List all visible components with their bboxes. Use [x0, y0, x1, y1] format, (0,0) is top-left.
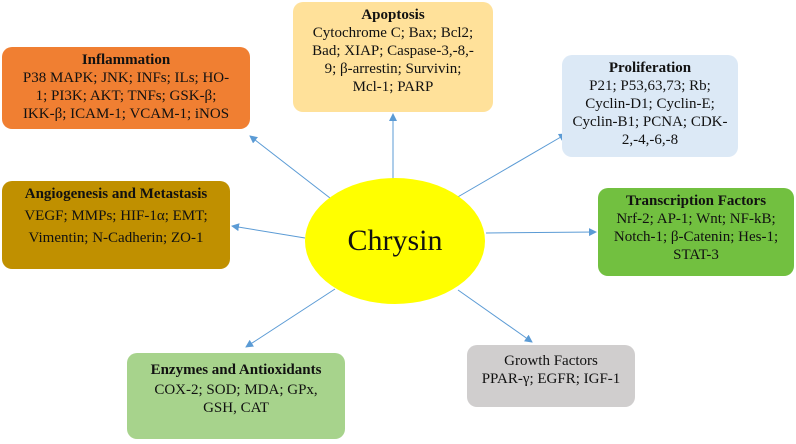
arrow-to-angiogenesis [231, 223, 306, 239]
transcription-box: Transcription Factors Nrf-2; AP-1; Wnt; … [598, 188, 794, 276]
chrysin-label: Chrysin [347, 224, 443, 257]
apoptosis-line: 9; β-arrestin; Survivin; [324, 61, 462, 77]
arrow-to-growth [457, 289, 533, 343]
enzymes-title: Enzymes and Antioxidants [150, 362, 322, 378]
inflammation-box: Inflammation P38 MAPK; JNK; INFs; ILs; H… [2, 47, 250, 129]
growth-factors-line: PPAR-γ; EGFR; IGF-1 [481, 371, 621, 387]
enzymes-line: GSH, CAT [203, 400, 269, 416]
enzymes-box: Enzymes and Antioxidants COX-2; SOD; MDA… [127, 353, 345, 439]
transcription-line: STAT-3 [673, 247, 719, 263]
apoptosis-line: Bad; XIAP; Caspase-3,-8,- [312, 43, 474, 59]
apoptosis-title: Apoptosis [361, 7, 425, 23]
inflammation-title: Inflammation [81, 52, 171, 68]
transcription-line: Nrf-2; AP-1; Wnt; NF-kB; [616, 211, 776, 227]
apoptosis-line: Mcl-1; PARP [352, 79, 434, 95]
inflammation-line: 1; PI3K; AKT; TNFs; GSK-β; [35, 88, 217, 104]
angiogenesis-box: Angiogenesis and Metastasis VEGF; MMPs; … [2, 181, 230, 269]
transcription-title: Transcription Factors [625, 193, 767, 209]
inflammation-line: P38 MAPK; JNK; INFs; ILs; HO- [22, 70, 230, 86]
proliferation-line: P21; P53,63,73; Rb; [589, 78, 711, 94]
angiogenesis-line: Vimentin; N-Cadherin; ZO-1 [28, 230, 204, 246]
angiogenesis-line: VEGF; MMPs; HIF-1α; EMT; [24, 208, 208, 224]
angiogenesis-title: Angiogenesis and Metastasis [24, 186, 208, 202]
growth-factors-title: Growth Factors [504, 353, 598, 369]
proliferation-box: Proliferation P21; P53,63,73; Rb; Cyclin… [562, 55, 738, 157]
proliferation-line: Cyclin-D1; Cyclin-E; [585, 96, 715, 112]
apoptosis-box: Apoptosis Cytochrome C; Bax; Bcl2; Bad; … [293, 2, 493, 112]
transcription-line: Notch-1; β-Catenin; Hes-1; [613, 229, 779, 245]
arrow-to-enzymes [245, 288, 336, 348]
arrow-to-inflammation [249, 135, 331, 199]
chrysin-node: Chrysin [305, 178, 485, 304]
arrow-to-proliferation [455, 133, 567, 199]
proliferation-line: Cyclin-B1; PCNA; CDK- [572, 114, 728, 130]
arrow-to-transcription [485, 228, 597, 237]
apoptosis-line: Cytochrome C; Bax; Bcl2; [312, 25, 474, 41]
proliferation-line: 2,-4,-6,-8 [621, 132, 679, 148]
enzymes-line: COX-2; SOD; MDA; GPx, [154, 382, 318, 398]
inflammation-line: IKK-β; ICAM-1; VCAM-1; iNOS [22, 106, 230, 122]
growth-factors-box: Growth Factors PPAR-γ; EGFR; IGF-1 [467, 345, 635, 407]
proliferation-title: Proliferation [608, 60, 692, 76]
